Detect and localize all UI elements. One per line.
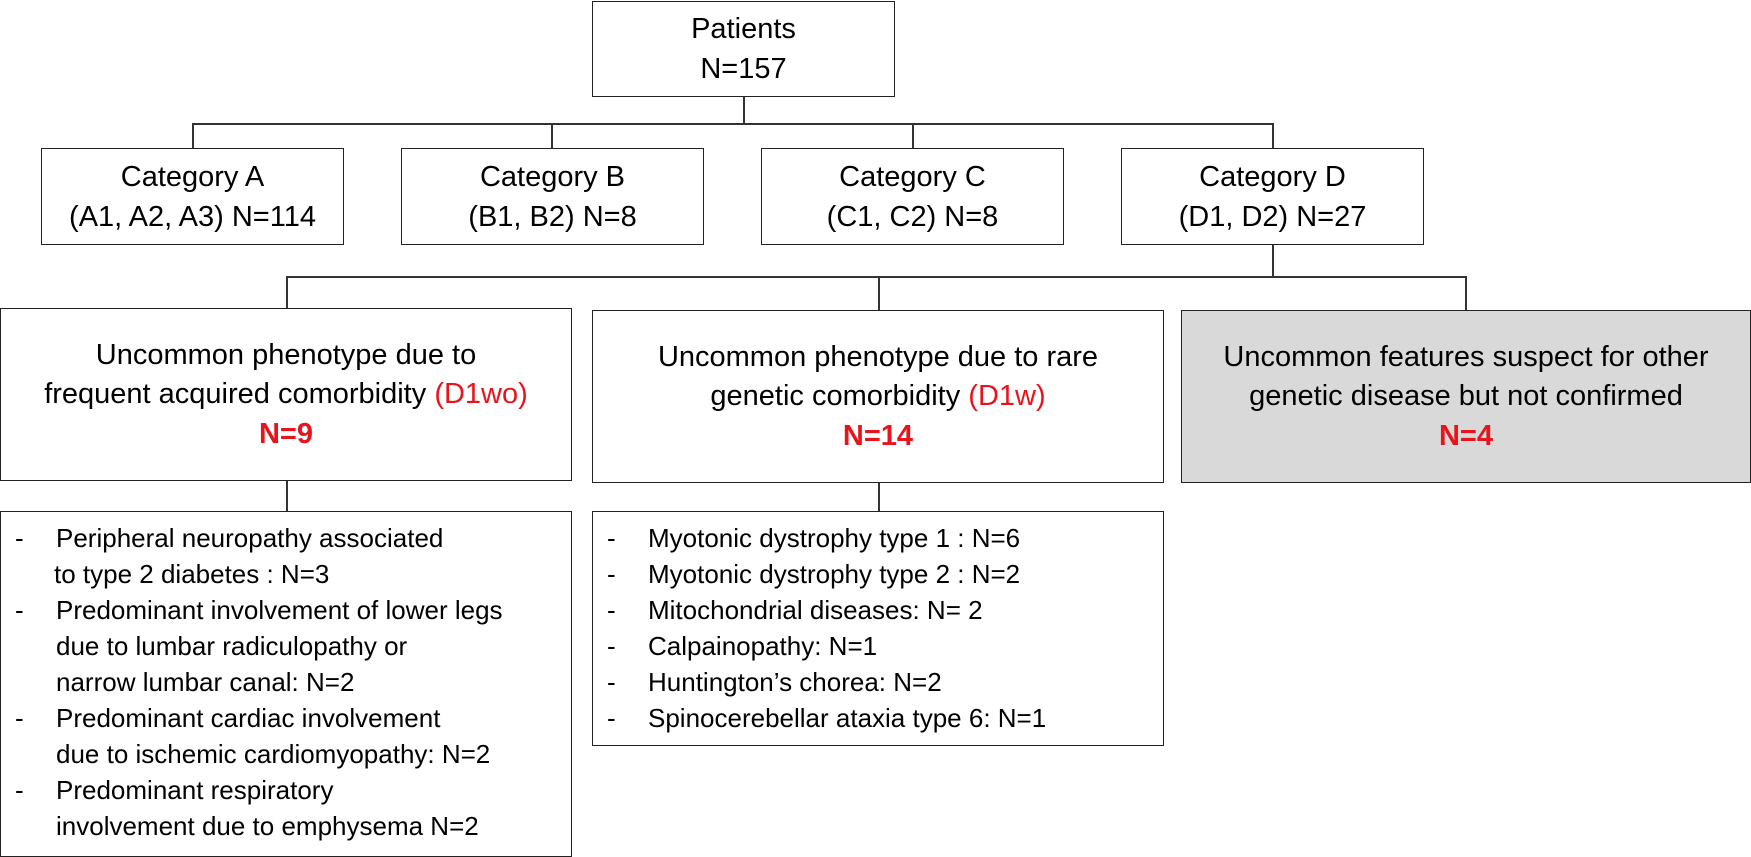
connector-d1w <box>878 276 880 311</box>
list-item-text: Huntington’s chorea: N=2 <box>648 667 942 697</box>
bullet-dash: - <box>15 703 24 733</box>
list-item: - Myotonic dystrophy type 1 : N=6 <box>593 520 1163 556</box>
d1w-line1: Uncommon phenotype due to rare <box>657 340 1099 373</box>
list-item-text: Mitochondrial diseases: N= 2 <box>648 595 983 625</box>
bullet-dash: - <box>607 667 616 697</box>
d1w-tag: (D1w) <box>968 379 1046 412</box>
d1w-count: N=14 <box>842 419 914 452</box>
d-other-line2: genetic disease but not confirmed <box>1249 379 1683 412</box>
root-node-patients: Patients N=157 <box>592 1 895 97</box>
acquired-comorbidity-list: - Peripheral neuropathy associated to ty… <box>0 511 572 857</box>
bullet-dash: - <box>607 523 616 553</box>
list-item-text: involvement due to emphysema N=2 <box>56 811 479 841</box>
bullet-dash: - <box>15 523 24 553</box>
d-other-count: N=4 <box>1438 419 1493 452</box>
list-item-text: Spinocerebellar ataxia type 6: N=1 <box>648 703 1047 733</box>
connector-cat-b <box>551 123 553 149</box>
category-subtitle: (D1, D2) N=27 <box>1178 200 1367 233</box>
category-a-node: Category A (A1, A2, A3) N=114 <box>41 148 344 245</box>
connector-root-down <box>743 97 745 124</box>
d1wo-line1: Uncommon phenotype due to <box>95 338 477 371</box>
bullet-dash: - <box>15 595 24 625</box>
connector-d-down <box>1272 245 1274 277</box>
root-count: N=157 <box>700 53 787 85</box>
bullet-dash: - <box>607 703 616 733</box>
connector-d-other <box>1465 276 1467 311</box>
list-item: - Spinocerebellar ataxia type 6: N=1 <box>593 700 1163 736</box>
connector-d1wo-list <box>286 481 288 512</box>
d1wo-tag: (D1wo) <box>434 377 528 410</box>
list-item: - Predominant respiratory involvement du… <box>1 772 571 844</box>
connector-d1w-list <box>878 483 880 512</box>
list-item: - Predominant cardiac involvement due to… <box>1 700 571 772</box>
d-other-line1: Uncommon features suspect for other <box>1223 340 1709 373</box>
list-item: - Huntington’s chorea: N=2 <box>593 664 1163 700</box>
category-d-node: Category D (D1, D2) N=27 <box>1121 148 1424 245</box>
list-item: - Mitochondrial diseases: N= 2 <box>593 592 1163 628</box>
list-item-text: Peripheral neuropathy associated <box>56 523 444 553</box>
connector-cat-d <box>1272 123 1274 149</box>
list-item-text: due to lumbar radiculopathy or <box>56 631 408 661</box>
d-other-node: Uncommon features suspect for other gene… <box>1181 310 1751 483</box>
list-item-text: Calpainopathy: N=1 <box>648 631 878 661</box>
list-item: - Peripheral neuropathy associated to ty… <box>1 520 571 592</box>
category-subtitle: (B1, B2) N=8 <box>468 200 637 233</box>
bullet-dash: - <box>607 595 616 625</box>
genetic-comorbidity-list: - Myotonic dystrophy type 1 : N=6 - Myot… <box>592 511 1164 746</box>
category-b-node: Category B (B1, B2) N=8 <box>401 148 704 245</box>
list-item: - Myotonic dystrophy type 2 : N=2 <box>593 556 1163 592</box>
bullet-dash: - <box>15 775 24 805</box>
list-item: - Calpainopathy: N=1 <box>593 628 1163 664</box>
category-title: Category C <box>839 160 986 193</box>
list-item: - Predominant involvement of lower legs … <box>1 592 571 700</box>
category-title: Category A <box>120 160 265 193</box>
connector-d-children-bar <box>286 276 1466 278</box>
list-item-text: to type 2 diabetes : N=3 <box>54 559 330 589</box>
connector-cat-c <box>912 123 914 149</box>
d1w-node: Uncommon phenotype due to rare genetic c… <box>592 310 1164 483</box>
list-item-text: Predominant involvement of lower legs <box>56 595 503 625</box>
list-item-text: Predominant respiratory <box>56 775 334 805</box>
list-item-text: Predominant cardiac involvement <box>56 703 441 733</box>
bullet-dash: - <box>607 559 616 589</box>
d1wo-line2: frequent acquired comorbidity (D1wo) <box>44 375 528 414</box>
list-item-text: narrow lumbar canal: N=2 <box>56 667 355 697</box>
d1w-line2-text: genetic comorbidity <box>710 379 969 412</box>
list-item-text: due to ischemic cardiomyopathy: N=2 <box>56 739 491 769</box>
category-title: Category D <box>1199 160 1346 193</box>
category-subtitle: (C1, C2) N=8 <box>826 200 999 233</box>
connector-cat-a <box>192 123 194 149</box>
root-title: Patients <box>691 13 796 45</box>
connector-d1wo <box>286 276 288 309</box>
list-item-text: Myotonic dystrophy type 1 : N=6 <box>648 523 1021 553</box>
list-item-text: Myotonic dystrophy type 2 : N=2 <box>648 559 1021 589</box>
bullet-dash: - <box>607 631 616 661</box>
category-title: Category B <box>479 160 626 193</box>
category-subtitle: (A1, A2, A3) N=114 <box>69 200 316 233</box>
d1w-line2: genetic comorbidity (D1w) <box>710 377 1045 416</box>
connector-categories-bar <box>192 123 1273 125</box>
category-c-node: Category C (C1, C2) N=8 <box>761 148 1064 245</box>
d1wo-count: N=9 <box>258 417 313 450</box>
d1wo-node: Uncommon phenotype due to frequent acqui… <box>0 308 572 481</box>
d1wo-line2-text: frequent acquired comorbidity <box>44 377 435 410</box>
